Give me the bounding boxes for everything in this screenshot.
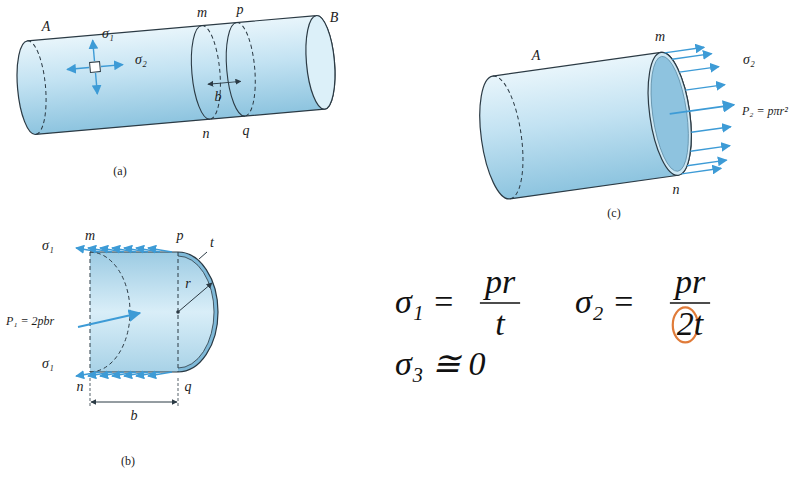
fraction-numerator: pr <box>485 262 515 301</box>
hidden-edge <box>493 73 530 199</box>
figure-tag: (b) <box>121 455 135 469</box>
cylinder-body <box>14 14 339 135</box>
stress-arrow <box>687 160 727 166</box>
formula: σ₃ ≅ 0 <box>395 344 486 383</box>
section-front <box>188 26 210 121</box>
stress-symbol: σ₁ <box>42 238 54 254</box>
stress-arrow <box>691 127 731 133</box>
section-back <box>202 24 224 119</box>
stress-arrow <box>672 54 712 60</box>
end-letter: B <box>330 10 339 26</box>
stress-arrow <box>682 168 722 174</box>
stress-arrow <box>690 146 730 152</box>
stress-symbol: σ₂ <box>135 52 147 68</box>
pressure-force-arrow <box>670 105 734 114</box>
formula-lhs: σ₂ = <box>575 282 635 321</box>
stress-symbol: σ₁ <box>102 26 114 42</box>
cylinder-end <box>302 14 338 110</box>
fraction-bar <box>670 302 710 304</box>
stress-arrow <box>148 372 172 376</box>
radius-line <box>178 283 212 312</box>
end-arc <box>178 252 218 372</box>
fraction-denominator: t <box>495 304 504 343</box>
stress-arrow <box>96 73 98 94</box>
stress-arrow <box>679 67 719 73</box>
cut-line <box>90 252 91 372</box>
dimension-label: b <box>215 89 222 105</box>
point-letter: p <box>177 228 184 244</box>
stress-arrow <box>685 85 725 91</box>
cut-face <box>641 50 698 178</box>
fraction-bar <box>480 302 520 304</box>
figure-tag: (c) <box>607 207 620 221</box>
section-back <box>237 21 259 116</box>
extension-line <box>90 378 91 408</box>
end-arc-inner <box>178 256 214 368</box>
stress-arrows <box>665 45 737 174</box>
half-cylinder-body <box>90 252 218 372</box>
cylinder-c <box>473 43 743 201</box>
cylinder-a <box>14 14 339 135</box>
figure-tag: (a) <box>113 165 126 179</box>
point-letter: n <box>203 126 210 142</box>
stress-arrow <box>67 68 89 70</box>
stress-symbol: σ₁ <box>42 356 54 372</box>
stress-element <box>90 62 101 73</box>
stress-symbol: σ₂ <box>743 52 755 68</box>
section-front <box>223 23 245 118</box>
wall-crescent <box>178 252 218 372</box>
formula-lhs: σ₁ = <box>395 282 455 321</box>
point-letter: q <box>243 123 250 139</box>
stress-arrow <box>93 40 95 61</box>
stress-arrow <box>665 47 705 53</box>
extension-line <box>178 378 179 408</box>
point-letter: q <box>185 379 192 395</box>
force-label: P₁ = 2pbr <box>6 315 54 329</box>
point-letter: m <box>655 29 665 45</box>
end-letter: A <box>42 19 51 35</box>
point-letter: n <box>673 182 680 198</box>
hidden-edge <box>27 40 49 135</box>
stress-arrows <box>76 248 172 376</box>
end-letter: A <box>532 48 541 64</box>
pressure-force-arrow <box>78 313 140 327</box>
point-letter: m <box>85 228 95 244</box>
point-letter: p <box>237 2 244 18</box>
point-letter: n <box>77 379 84 395</box>
stress-arrow <box>148 248 172 252</box>
hidden-edge <box>90 252 130 372</box>
radius-label: r <box>185 276 190 292</box>
leader-line <box>199 252 207 259</box>
fraction-denominator: 2t <box>677 304 703 343</box>
cut-face-inner <box>645 54 695 174</box>
dimension-line <box>208 81 241 84</box>
fraction-numerator: pr <box>675 262 705 301</box>
stress-arrow <box>101 65 123 67</box>
dimension-label: b <box>131 408 138 424</box>
thickness-label: t <box>210 235 214 251</box>
half-cylinder-b <box>76 248 218 408</box>
cylinder-body <box>473 50 698 202</box>
force-label: P₂ = pπr² <box>742 105 788 119</box>
point-letter: m <box>197 5 207 21</box>
dimension-line <box>91 402 177 403</box>
